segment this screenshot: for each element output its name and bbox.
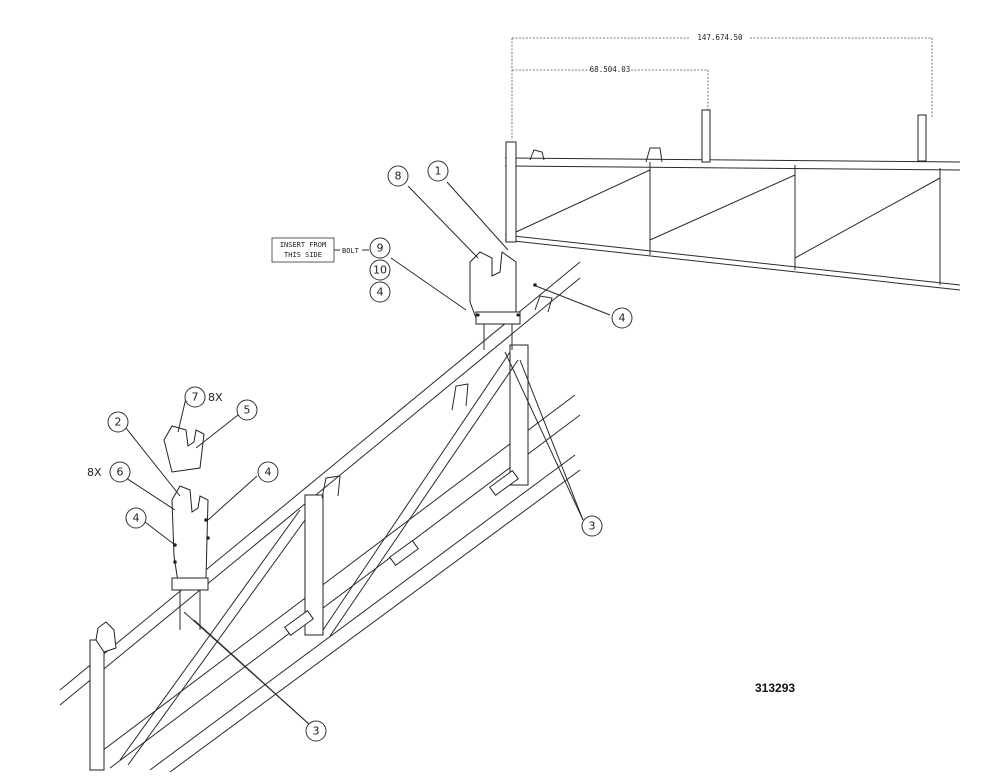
callout-4-right-text: 4 [619, 312, 626, 325]
overview-bottom-rail [504, 234, 961, 286]
callout-2-text: 2 [115, 416, 122, 429]
boom-vertical-post-mid [304, 494, 324, 636]
leader-5 [195, 414, 239, 449]
boom-rung-2 [489, 470, 519, 496]
insert-note-line2: THIS SIDE [284, 251, 322, 259]
overview-brace-2 [649, 174, 796, 241]
callout-7-text: 7 [192, 391, 199, 404]
callout-3-upper-text: 3 [589, 520, 596, 533]
boom-end-bracket [95, 621, 117, 653]
upper-bracket-assembly [469, 251, 537, 350]
callout-1: 1 [427, 160, 449, 182]
callout-4-stack: 4 [369, 281, 391, 303]
overview-clip-left [529, 149, 545, 161]
leader-3-lower-b [183, 611, 311, 726]
boom-vertical-post-left [89, 639, 105, 771]
insert-note-line1: INSERT FROM [280, 241, 326, 249]
overview-top-rail [504, 157, 961, 163]
lower-bracket-assembly [163, 425, 210, 630]
leader-8 [407, 185, 479, 259]
callout-4-mid-left-text: 4 [133, 512, 140, 525]
callout-1-text: 1 [435, 165, 442, 178]
callout-4-right: 4 [611, 307, 633, 329]
callout-3-lower-text: 3 [313, 725, 320, 738]
callout-5-text: 5 [244, 404, 251, 417]
upper-nut-dot [533, 283, 537, 287]
callout-2: 2 [107, 411, 129, 433]
lower-bolt-dot-2 [173, 560, 177, 564]
callout-9-text: 9 [377, 242, 384, 255]
upper-bolt-dot-2 [516, 313, 520, 317]
leader-4-mid-right [207, 475, 258, 521]
overview-bracket-right [917, 114, 927, 162]
leader-2 [125, 427, 181, 497]
upper-cradle-part [469, 251, 517, 319]
callout-5: 5 [236, 399, 258, 421]
leader-bolt [390, 257, 467, 311]
upper-bolt-dot [476, 313, 480, 317]
boom-rung-1 [389, 540, 419, 566]
callout-8: 8 [387, 165, 409, 187]
overview-inset: 147.674.50 68.504.03 [504, 32, 961, 291]
leader-4-mid-left [144, 521, 176, 546]
boom-top-rail-lower [59, 277, 581, 706]
callout-4-mid-right-text: 4 [265, 466, 272, 479]
callout-6: 6 [109, 461, 131, 483]
lower-cradle-part [171, 485, 209, 583]
boom-brace-1 [322, 351, 511, 631]
overview-brace-3 [794, 177, 941, 259]
overview-top-rail-inner [504, 165, 961, 171]
lower-bolt-dot-4 [206, 536, 210, 540]
boom-rung-3 [284, 610, 314, 636]
overall-dimension-label: 147.674.50 [697, 33, 743, 42]
bolt-label: BOLT [342, 247, 360, 255]
leader-3-upper-b [504, 351, 584, 521]
boom-bottom-rail-2 [109, 414, 581, 769]
callout-7-qty: 8X [208, 391, 223, 404]
boom-top-rail-upper [59, 261, 581, 691]
callout-4-mid-right: 4 [257, 461, 279, 483]
overview-end-post [505, 141, 517, 243]
callout-4-stack-text: 4 [377, 286, 384, 299]
boom-clip-2 [451, 383, 469, 411]
leader-4-right [535, 285, 611, 316]
lower-bolt-dot-3 [204, 518, 208, 522]
boom-clip-1 [321, 475, 341, 499]
overview-bracket-mid [701, 109, 711, 163]
lower-base-plate [171, 577, 209, 591]
leader-7 [177, 397, 187, 433]
callout-7: 7 [184, 386, 206, 408]
callout-10: 10 [369, 259, 391, 281]
overview-bottom-rail-inner [504, 239, 961, 291]
boom-bottom-rail-3 [149, 454, 576, 771]
leader-3-upper-a [519, 359, 584, 521]
upper-base-plate [475, 311, 521, 325]
callout-10-text: 10 [373, 264, 387, 277]
leader-lines [125, 181, 611, 726]
boom-brace-2b [127, 519, 306, 766]
callout-6-qty: 8X [87, 466, 102, 479]
boom-brace-1b [329, 359, 519, 637]
boom-bottom-rail-1 [89, 394, 576, 761]
overview-clip [645, 147, 663, 163]
boom-bottom-rail-4 [169, 469, 581, 773]
callout-8-text: 8 [395, 170, 402, 183]
leader-1 [446, 181, 509, 251]
callout-6-text: 6 [117, 466, 124, 479]
callout-3-upper: 3 [581, 515, 603, 537]
leader-6 [125, 477, 176, 511]
drawing-part-number: 313293 [755, 681, 795, 695]
boom-vertical-post-right [509, 344, 529, 486]
main-boom [59, 261, 581, 773]
partial-dimension-label: 68.504.03 [590, 65, 631, 74]
overview-brace-1 [515, 169, 651, 233]
callout-9: 9 [369, 237, 391, 259]
clamp-part [163, 425, 205, 473]
boom-clip-3 [534, 295, 553, 313]
insert-note: INSERT FROM THIS SIDE BOLT [271, 237, 369, 263]
callout-3-lower: 3 [305, 720, 327, 742]
callout-4-mid-left: 4 [125, 507, 147, 529]
